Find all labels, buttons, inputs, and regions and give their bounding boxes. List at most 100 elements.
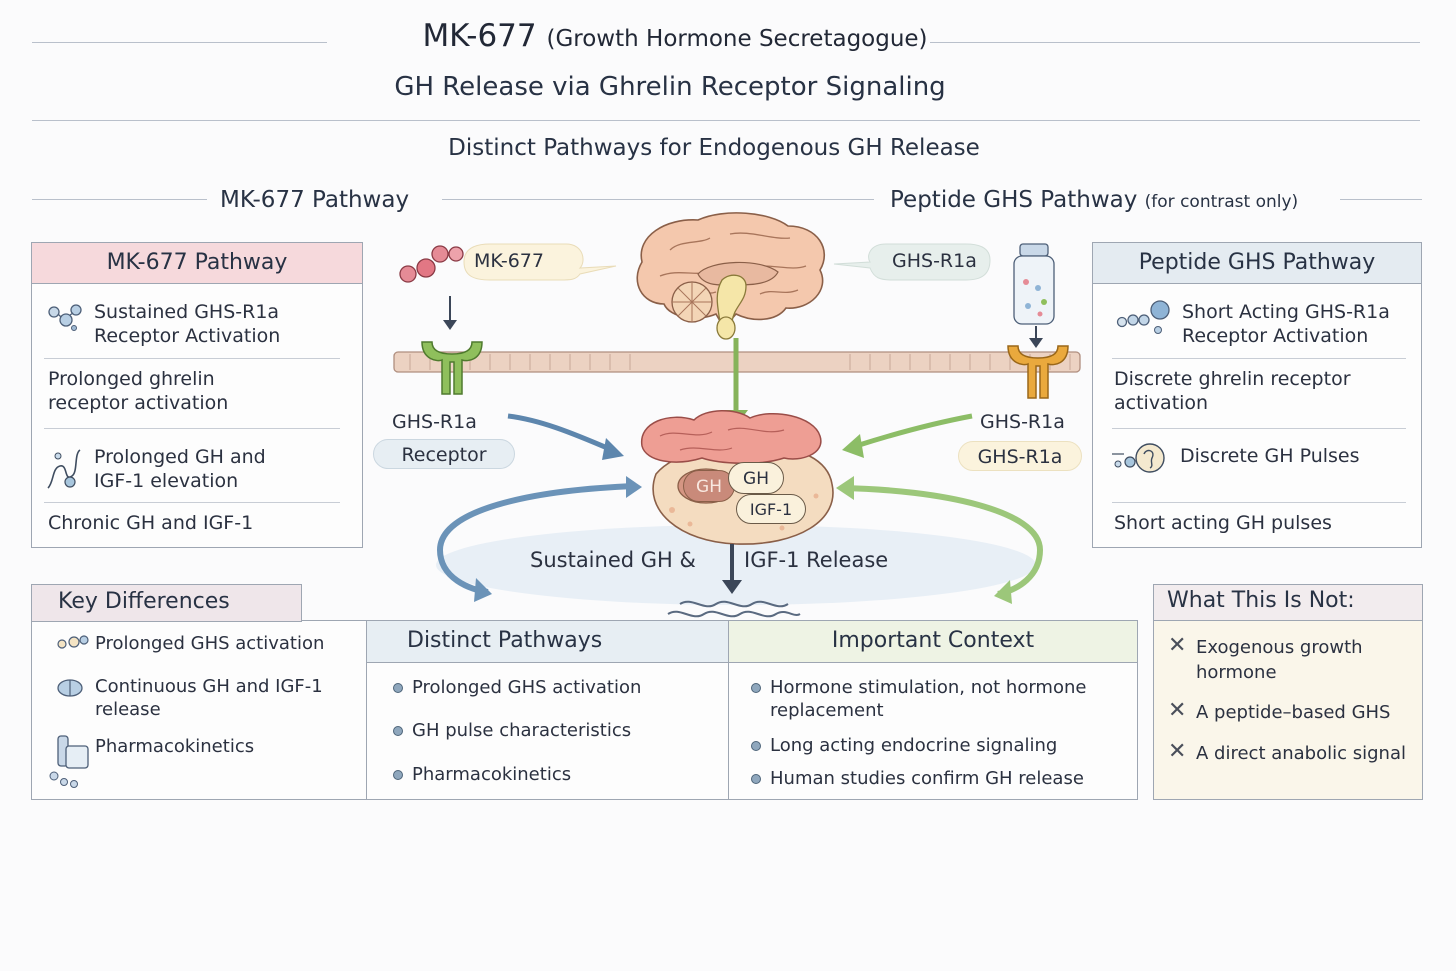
divider — [44, 502, 340, 503]
arrow-head — [1029, 338, 1043, 348]
x-mark-icon: ✕ — [1168, 698, 1187, 723]
green-receptor-icon — [421, 341, 483, 395]
key-diff-item-3: Pharmacokinetics — [95, 736, 255, 757]
arrow-head — [443, 320, 457, 330]
mk677-item-1: Sustained GHS-R1a Receptor Activation — [94, 300, 356, 348]
title-paren: (Growth Hormone Secretagogue) — [546, 26, 928, 52]
molecules-icon — [48, 304, 82, 331]
divider — [1112, 358, 1406, 359]
arrow — [507, 413, 613, 453]
page-title: MK-677 (Growth Hormone Secretagogue) — [0, 18, 1350, 54]
arrow-head — [626, 476, 642, 498]
line: Discrete ghrelin receptor — [1114, 368, 1351, 390]
line: Sustained GHS-R1a — [94, 301, 280, 323]
ghs-bubble-label: GHS-R1a — [892, 250, 977, 272]
gh-node: GH — [683, 470, 735, 502]
arrow-head — [994, 580, 1012, 604]
line: Exogenous growth — [1196, 637, 1363, 658]
arrow-head — [474, 578, 492, 602]
x-mark-icon: ✕ — [1168, 739, 1187, 764]
what-not-title: What This Is Not: — [1154, 585, 1422, 621]
line: replacement — [770, 700, 884, 721]
mk677-label: MK-677 — [474, 250, 544, 272]
orange-receptor-icon — [1007, 345, 1069, 399]
arrow-head — [842, 434, 864, 458]
line: Continuous GH and IGF-1 — [95, 676, 323, 697]
key-differences-panel — [31, 620, 368, 800]
divider — [1112, 428, 1406, 429]
line: receptor activation — [48, 392, 229, 414]
receptor-pill: Receptor — [373, 439, 515, 469]
water-shading — [436, 525, 1036, 605]
left-receptor-label: GHS-R1a — [392, 411, 477, 433]
divider — [930, 42, 1420, 43]
what-not-item-2: ✕ A peptide–based GHS — [1168, 698, 1418, 725]
right-heading: Peptide GHS Pathway (for contrast only) — [890, 187, 1298, 213]
molecules-icon — [1116, 300, 1170, 334]
distinct-pathways-title: Distinct Pathways — [367, 621, 728, 663]
line: Prolonged GH and — [94, 446, 266, 468]
right-heading-text: Peptide GHS Pathway — [890, 187, 1138, 213]
arrow-head — [602, 438, 624, 460]
what-not-item-3: ✕ A direct anabolic signal — [1168, 739, 1418, 766]
line: A direct anabolic signal — [1196, 743, 1406, 764]
line: Receptor Activation — [1182, 325, 1369, 347]
distinct-item-3: Pharmacokinetics — [390, 763, 720, 786]
mk677-item-2: Prolonged ghrelin receptor activation — [48, 367, 348, 415]
right-receptor-label: GHS-R1a — [980, 411, 1065, 433]
divider — [442, 199, 874, 200]
distinct-item-1: Prolonged GHS activation — [390, 676, 720, 699]
left-heading: MK-677 Pathway — [220, 187, 410, 213]
line: IGF-1 elevation — [94, 470, 239, 492]
ghs-bubble — [833, 243, 991, 281]
peptide-item-4: Short acting GH pulses — [1114, 512, 1332, 534]
arrow — [855, 413, 973, 449]
mk677-panel-title: MK-677 Pathway — [31, 242, 363, 284]
vial-icon — [1013, 243, 1055, 325]
right-heading-note: (for contrast only) — [1144, 192, 1299, 212]
peptide-item-2: Discrete ghrelin receptor activation — [1114, 367, 1414, 415]
mk677-panel — [31, 242, 363, 548]
igf-node: IGF-1 — [736, 494, 806, 524]
line: hormone — [1196, 662, 1277, 683]
divider — [32, 42, 327, 43]
line: A peptide–based GHS — [1196, 702, 1391, 723]
x-mark-icon: ✕ — [1168, 633, 1187, 658]
context-item-2: Long acting endocrine signaling — [748, 734, 1128, 757]
key-diff-item-1: Prolonged GHS activation — [95, 633, 325, 654]
pill-icon — [49, 735, 89, 788]
page-subtitle: GH Release via Ghrelin Receptor Signalin… — [394, 72, 946, 102]
capsule-icon — [57, 679, 83, 697]
distinct-item-2: GH pulse characteristics — [390, 719, 720, 742]
divider — [32, 120, 1420, 121]
divider — [44, 358, 340, 359]
gh-node-2: GH — [728, 462, 784, 494]
mk677-molecule-icon — [399, 245, 464, 283]
line: Short Acting GHS-R1a — [1182, 301, 1390, 323]
mk677-item-4: Chronic GH and IGF-1 — [48, 512, 254, 534]
release-label-right: IGF-1 Release — [744, 548, 889, 572]
gh-curve-icon — [47, 449, 81, 489]
section-title: Distinct Pathways for Endogenous GH Rele… — [448, 135, 980, 161]
divider — [44, 428, 340, 429]
brain-icon — [636, 212, 825, 340]
pulse-icon — [1112, 443, 1165, 473]
context-item-1: Hormone stimulation, not hormone replace… — [748, 676, 1128, 722]
line: release — [95, 699, 161, 720]
mk677-item-3: Prolonged GH and IGF-1 elevation — [94, 445, 356, 493]
arrow — [437, 483, 637, 551]
what-not-item-1: ✕ Exogenous growth hormone — [1168, 633, 1418, 685]
arrow-head — [836, 476, 854, 500]
arrow-head — [722, 580, 742, 594]
peptide-panel — [1092, 242, 1422, 548]
peptide-item-1: Short Acting GHS-R1a Receptor Activation — [1182, 300, 1418, 348]
line: Prolonged ghrelin — [48, 368, 215, 390]
molecules-icon — [57, 635, 89, 649]
divider — [1340, 199, 1422, 200]
context-item-3: Human studies confirm GH release — [748, 767, 1128, 790]
title-text: MK-677 — [422, 18, 537, 54]
release-label-left: Sustained GH & — [530, 548, 696, 572]
peptide-item-3: Discrete GH Pulses — [1180, 445, 1360, 467]
peptide-panel-title: Peptide GHS Pathway — [1092, 242, 1422, 284]
line: Receptor Activation — [94, 325, 281, 347]
